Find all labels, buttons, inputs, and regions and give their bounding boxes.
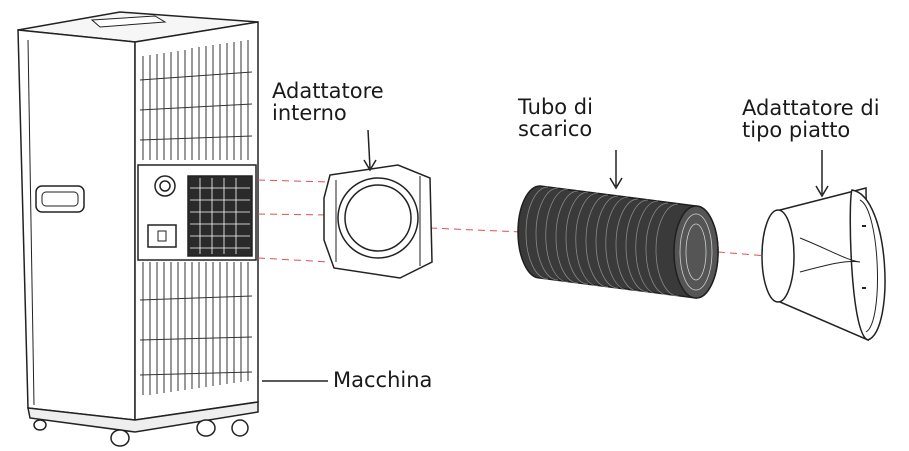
flat-adapter bbox=[761, 187, 886, 342]
label-line: Adattatore bbox=[272, 79, 384, 103]
label-flat-adapter: Adattatore di tipo piatto bbox=[742, 97, 880, 141]
label-line: interno bbox=[272, 101, 347, 125]
unit-base bbox=[27, 401, 259, 433]
unit-wheels bbox=[33, 419, 249, 447]
unit-lower-grille bbox=[139, 262, 253, 395]
exhaust-hose bbox=[517, 185, 719, 299]
unit-upper-grille bbox=[139, 40, 253, 160]
label-line: scarico bbox=[518, 117, 593, 141]
label-line: Tubo di bbox=[518, 95, 593, 119]
label-internal-adapter: Adattatore interno bbox=[272, 80, 384, 124]
unit-left-face bbox=[17, 29, 136, 421]
unit-exhaust-port bbox=[137, 164, 257, 261]
label-line: Adattatore di bbox=[742, 96, 880, 120]
unit-top-panel bbox=[90, 15, 167, 28]
label-line: tipo piatto bbox=[742, 118, 851, 142]
label-machine: Macchina bbox=[333, 368, 433, 392]
callout-arrows bbox=[262, 129, 829, 382]
label-exhaust-hose: Tubo di scarico bbox=[518, 96, 593, 140]
internal-adapter bbox=[323, 164, 433, 279]
